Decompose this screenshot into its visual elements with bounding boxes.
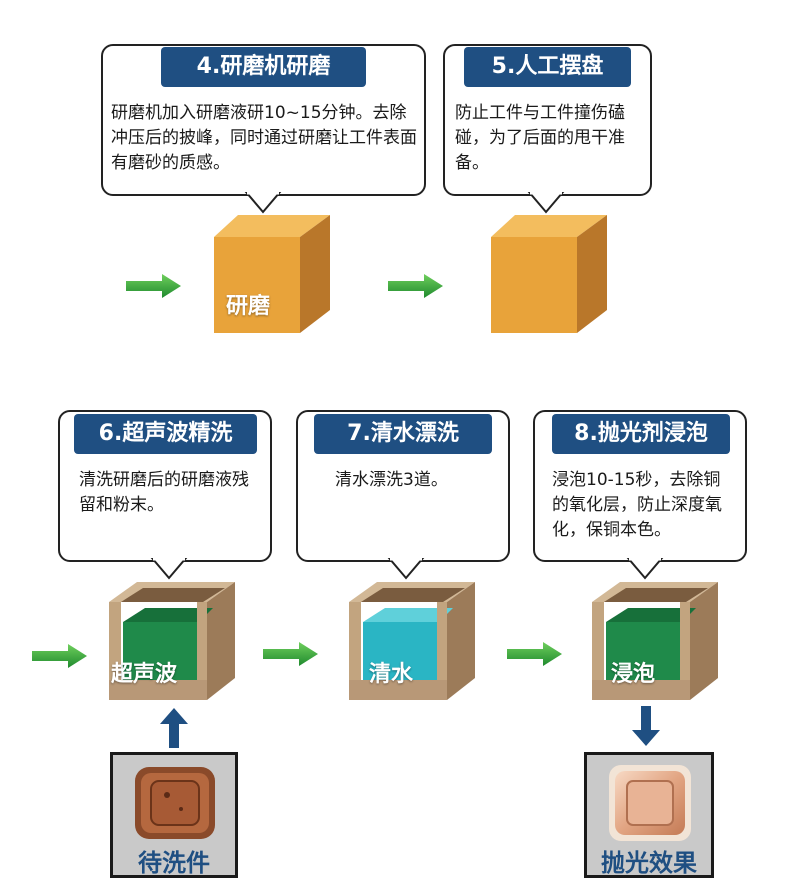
polished-copper-part-image <box>609 765 691 841</box>
step-8-description: 浸泡10-15秒，去除铜的氧化层，防止深度氧化，保铜本色。 <box>552 470 722 540</box>
input-part-photo: 待洗件 <box>110 752 238 878</box>
step-6-description: 清洗研磨后的研磨液残留和粉末。 <box>79 470 249 515</box>
output-part-label: 抛光效果 <box>601 849 697 877</box>
step-7-card-tail <box>387 558 425 580</box>
step-6-box-label: 超声波 <box>111 662 178 687</box>
step-7-box-label: 清水 <box>369 662 414 687</box>
water-rinse-tank <box>349 582 475 700</box>
arrow-up-icon <box>160 708 188 748</box>
arrow-right-icon <box>388 274 443 298</box>
step-7-description: 清水漂洗3道。 <box>335 470 448 490</box>
input-part-label: 待洗件 <box>138 849 210 877</box>
arrow-down-icon <box>632 706 660 746</box>
step-8-card-tail <box>626 558 664 580</box>
step-4-title: 4.研磨机研磨 <box>161 47 366 87</box>
step-7-title: 7.清水漂洗 <box>314 414 492 454</box>
arrow-right-icon <box>263 642 318 666</box>
step-6-card-tail <box>150 558 188 580</box>
output-part-photo: 抛光效果 <box>584 752 714 878</box>
step-5-card-tail <box>527 192 565 214</box>
step-5-title: 5.人工摆盘 <box>464 47 631 87</box>
step-5-description: 防止工件与工件撞伤磕碰，为了后面的甩干准备。 <box>455 103 625 173</box>
step-8-title: 8.抛光剂浸泡 <box>552 414 730 454</box>
step-6-title: 6.超声波精洗 <box>74 414 257 454</box>
arrow-right-icon <box>32 644 87 668</box>
grinding-machine-box <box>214 215 330 333</box>
polish-soak-tank <box>592 582 718 700</box>
arrow-right-icon <box>507 642 562 666</box>
manual-tray-box <box>491 215 607 333</box>
raw-copper-part-image <box>135 767 215 839</box>
step-4-box-label: 研磨 <box>226 294 271 319</box>
step-4-card-tail <box>244 192 282 214</box>
ultrasonic-tank <box>109 582 235 700</box>
step-8-box-label: 浸泡 <box>611 662 656 687</box>
step-4-description: 研磨机加入研磨液研10~15分钟。去除冲压后的披峰，同时通过研磨让工件表面有磨砂… <box>111 103 417 173</box>
arrow-right-icon <box>126 274 181 298</box>
